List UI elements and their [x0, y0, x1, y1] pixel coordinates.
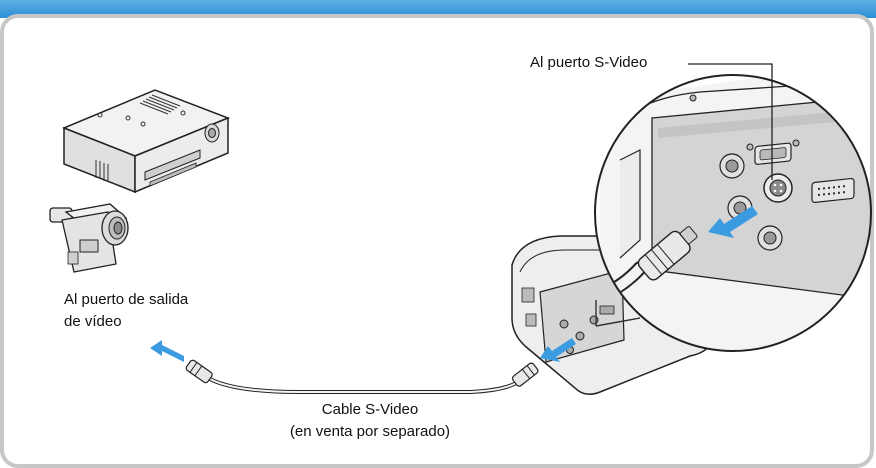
svideo-cable — [185, 359, 539, 394]
svideo-callout-line — [688, 63, 773, 180]
cable-label-line2: (en venta por separado) — [289, 423, 451, 440]
video-output-port-label: Al puerto de salida de vídeo — [64, 289, 188, 333]
cable-label: Cable S-Video (en venta por separado) — [0, 399, 740, 443]
left-connection-arrow — [150, 340, 184, 362]
video-output-label-line1: Al puerto de salida — [64, 291, 189, 308]
camcorder-device — [49, 203, 129, 273]
cable-label-line1: Cable S-Video — [321, 401, 419, 418]
port-zoom-detail — [594, 74, 872, 352]
vcr-device — [62, 89, 231, 194]
zoom-guide-lines — [595, 300, 641, 327]
svideo-port-label: Al puerto S-Video — [530, 54, 648, 71]
video-output-label-line2: de vídeo — [64, 313, 122, 330]
header-banner — [0, 0, 876, 18]
